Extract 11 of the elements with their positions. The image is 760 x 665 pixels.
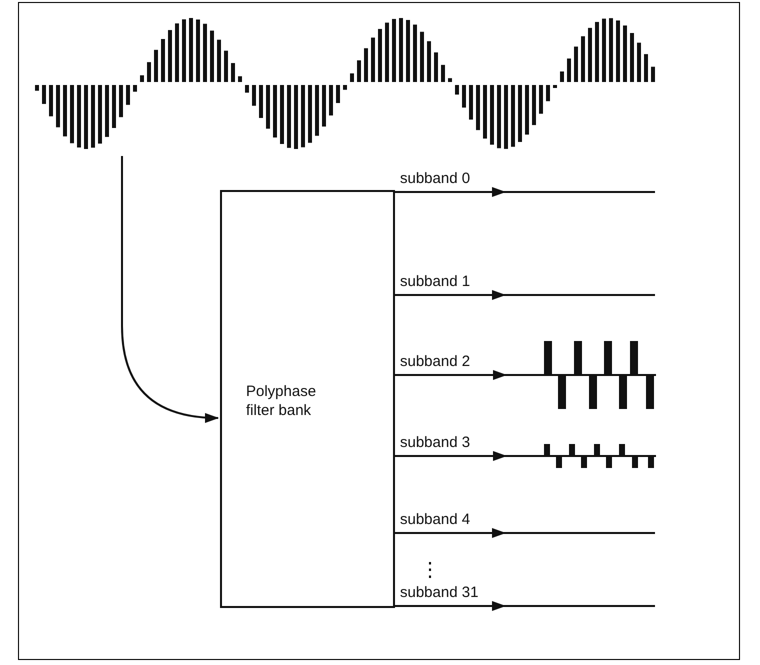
output-arrow (395, 370, 507, 380)
subband-signal-drawing (506, 338, 656, 412)
output-arrow (395, 601, 506, 611)
box-label: Polyphase filter bank (246, 382, 318, 420)
filter-bank-box (220, 190, 395, 608)
curved-arrow (121, 156, 219, 422)
output-arrow (395, 290, 506, 300)
output-arrow (395, 187, 506, 197)
output-arrow (395, 451, 507, 461)
output-arrow (395, 528, 506, 538)
ellipsis-mark: ⋮ (420, 558, 440, 582)
